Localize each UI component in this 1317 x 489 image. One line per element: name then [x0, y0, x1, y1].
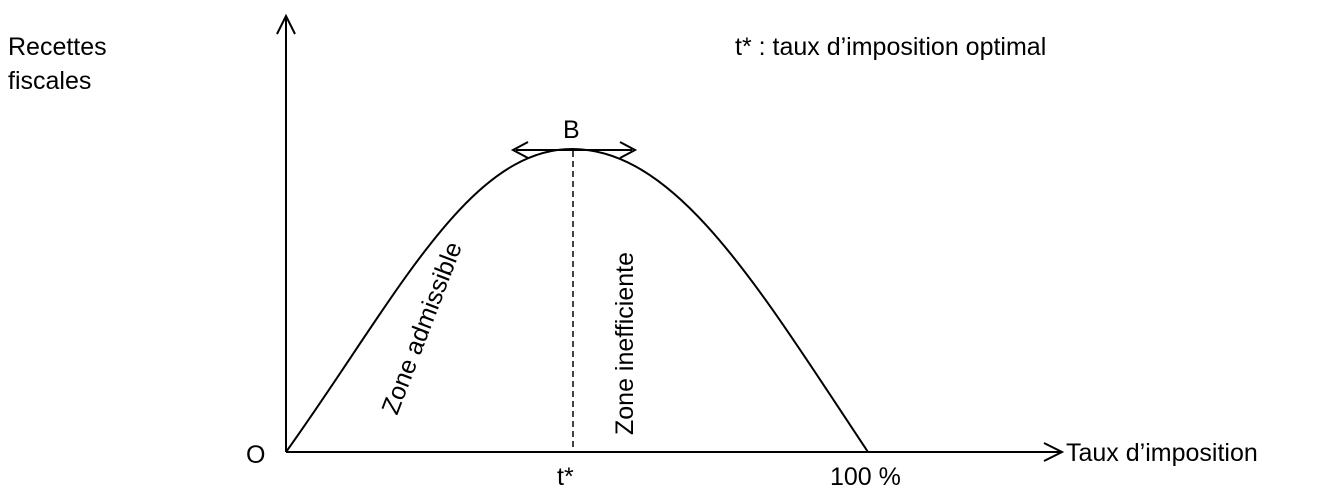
peak-label-b: B [563, 116, 580, 144]
optimal-rate-legend: t* : taux d’imposition optimal [735, 33, 1046, 61]
x-axis-label: Taux d’imposition [1066, 439, 1258, 467]
y-axis-arrowhead [276, 13, 296, 35]
laffer-curve [285, 147, 869, 453]
peak-tangent-left-arrowhead [510, 141, 529, 159]
right-zone-label: Zone inefficiente [611, 252, 639, 435]
peak-tangent-right-arrowhead [619, 141, 638, 159]
optimal-rate-tick-label: t* [557, 463, 574, 489]
left-zone-label: Zone admissible [376, 238, 467, 418]
full-rate-tick-label: 100 % [830, 463, 901, 489]
y-axis-label-line2: fiscales [8, 67, 91, 95]
x-axis-arrowhead [1043, 442, 1065, 462]
origin-label: O [246, 441, 265, 469]
y-axis-label-line1: Recettes [8, 33, 107, 61]
